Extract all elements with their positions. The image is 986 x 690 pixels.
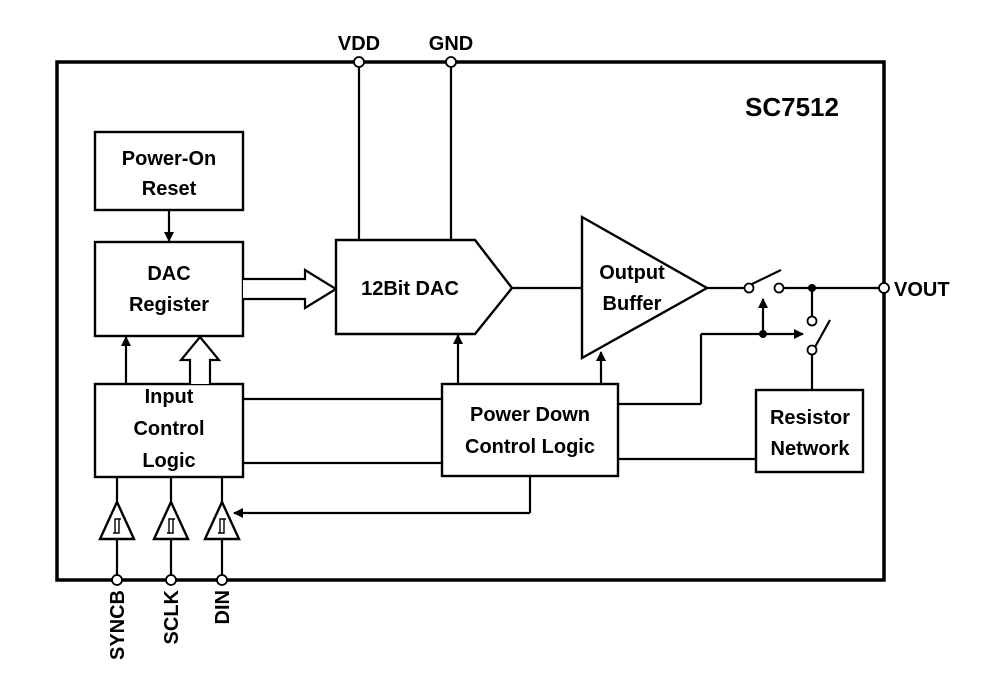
resistor-network-line1: Resistor bbox=[770, 407, 850, 429]
dac-label: 12Bit DAC bbox=[361, 278, 459, 300]
din-label: DIN bbox=[212, 590, 234, 624]
switch2-top-contact bbox=[806, 315, 818, 327]
switch1-right-contact bbox=[773, 282, 785, 294]
power-down-line1: Power Down bbox=[470, 404, 590, 426]
input-control-logic-block bbox=[93, 382, 245, 479]
vout-pin[interactable] bbox=[878, 282, 890, 294]
dac-register-block bbox=[93, 240, 245, 338]
syncb-label: SYNCB bbox=[107, 590, 129, 660]
switch1-blade bbox=[751, 269, 782, 285]
register-to-dac-bus-arrow bbox=[243, 268, 339, 310]
power-on-reset-line1: Power-On bbox=[122, 148, 216, 170]
gnd-label: GND bbox=[429, 33, 473, 55]
input-control-logic-line3: Logic bbox=[142, 450, 195, 472]
output-buffer-line1: Output bbox=[599, 262, 665, 284]
din-input-buffer bbox=[203, 477, 241, 575]
output-buffer-block bbox=[580, 214, 710, 361]
switch2-blade bbox=[814, 319, 831, 348]
power-down-line2: Control Logic bbox=[465, 436, 595, 458]
chip-outline bbox=[55, 60, 886, 582]
power-on-reset-block bbox=[93, 130, 245, 212]
switch1-left-contact bbox=[743, 282, 755, 294]
switch2-bottom-contact bbox=[806, 344, 818, 356]
input-control-logic-line2: Control bbox=[133, 418, 204, 440]
syncb-input-buffer bbox=[98, 477, 136, 575]
vout-label: VOUT bbox=[894, 279, 950, 301]
chip-part-number: SC7512 bbox=[745, 92, 839, 122]
syncb-pin[interactable] bbox=[111, 574, 123, 586]
resistor-network-block bbox=[754, 388, 865, 474]
dac-register-line2: Register bbox=[129, 294, 209, 316]
power-on-reset-line2: Reset bbox=[142, 178, 197, 200]
power-down-control-logic-block bbox=[440, 382, 620, 478]
logic-to-register-bus-arrow bbox=[178, 335, 222, 384]
resistor-network-line2: Network bbox=[771, 438, 851, 460]
dac-block bbox=[334, 238, 514, 336]
sclk-pin[interactable] bbox=[165, 574, 177, 586]
sclk-input-buffer bbox=[152, 477, 190, 575]
input-control-logic-line1: Input bbox=[145, 386, 194, 408]
vdd-label: VDD bbox=[338, 33, 380, 55]
gnd-pin[interactable] bbox=[445, 56, 457, 68]
sclk-label: SCLK bbox=[161, 589, 183, 644]
dac-register-line1: DAC bbox=[147, 263, 190, 285]
din-pin[interactable] bbox=[216, 574, 228, 586]
vdd-pin[interactable] bbox=[353, 56, 365, 68]
output-buffer-line2: Buffer bbox=[603, 293, 662, 315]
